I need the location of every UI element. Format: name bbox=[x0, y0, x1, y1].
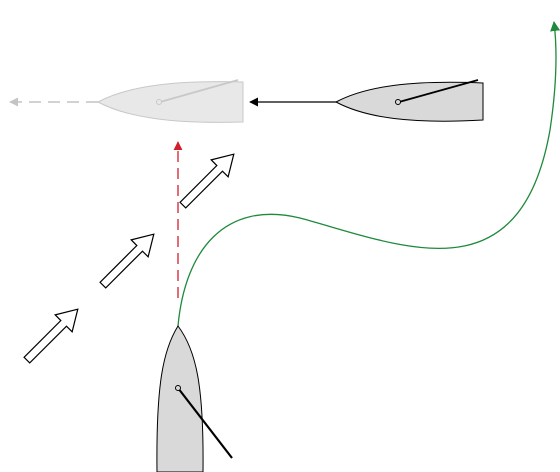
boat-ghost-icon bbox=[96, 79, 244, 123]
boat-icon bbox=[156, 325, 233, 472]
hollow-arrow-icon bbox=[179, 153, 235, 209]
green-track-line bbox=[177, 21, 560, 327]
boat-icon bbox=[334, 79, 484, 122]
hollow-arrow-icon bbox=[99, 233, 155, 289]
hollow-arrow-icon bbox=[23, 308, 79, 364]
